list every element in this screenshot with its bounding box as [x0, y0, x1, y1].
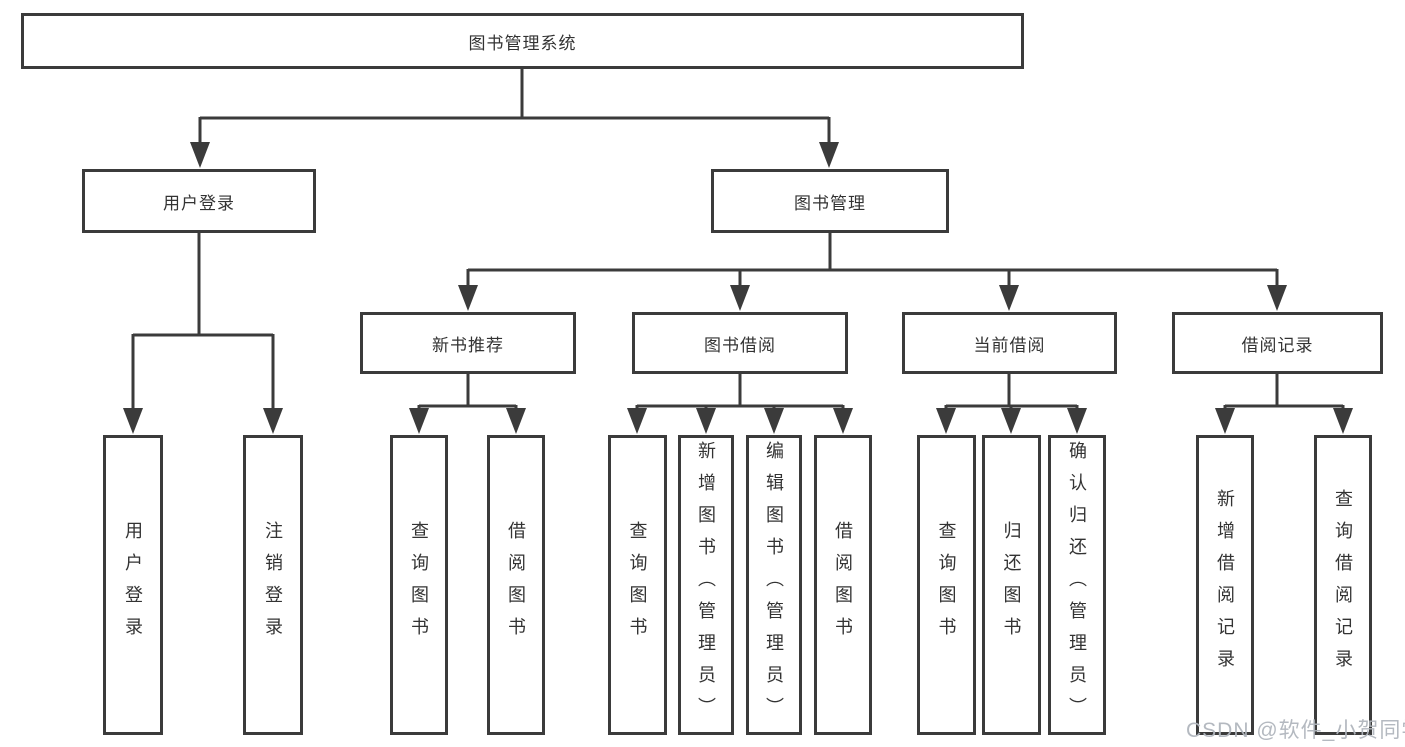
node-user-login-label: 用户登录 — [163, 193, 235, 213]
leaf-user-login-label: 用户登录 — [123, 521, 143, 649]
arrowhead-leaf-edit-book — [764, 408, 784, 434]
leaf-query-record-label: 查询借阅记录 — [1333, 489, 1353, 681]
leaf-return-book-label: 归还图书 — [1001, 521, 1022, 649]
leaf-borrow-book-under-recommendation: 借阅图书 — [487, 435, 545, 735]
node-borrowing-records-label: 借阅记录 — [1241, 335, 1314, 355]
leaf-return-book: 归还图书 — [982, 435, 1041, 735]
node-user-login: 用户登录 — [82, 169, 316, 233]
arrowhead-leaf-user-login — [123, 408, 143, 434]
arrowhead-book-mgmt — [819, 142, 839, 168]
leaf-add-book-label: 新增图书（管理员） — [696, 441, 716, 729]
leaf-user-login: 用户登录 — [103, 435, 163, 735]
node-book-borrowing-label: 图书借阅 — [704, 335, 776, 355]
arrowhead-user-login — [190, 142, 210, 168]
node-current-borrowing: 当前借阅 — [902, 312, 1117, 374]
leaf-query-book-under-recommendation: 查询图书 — [390, 435, 448, 735]
node-book-management: 图书管理 — [711, 169, 949, 233]
leaf-logout: 注销登录 — [243, 435, 303, 735]
leaf-confirm-return-label: 确认归还（管理员） — [1067, 441, 1087, 729]
arrowhead-leaf-logout — [263, 408, 283, 434]
leaf-query-borrow-record: 查询借阅记录 — [1314, 435, 1372, 735]
arrowhead-leaf-add-book — [696, 408, 716, 434]
leaf-add-record-label: 新增借阅记录 — [1215, 489, 1235, 681]
csdn-watermark: CSDN @软件_小贺同学 — [1186, 719, 1405, 742]
connector-user-login-children — [131, 233, 275, 410]
leaf-edit-book-admin: 编辑图书（管理员） — [746, 435, 802, 735]
connector-root-to-level2 — [198, 69, 831, 144]
arrowhead-leaf-query-record — [1333, 408, 1353, 434]
node-borrowing-records: 借阅记录 — [1172, 312, 1383, 374]
connector-current-borrow-children — [944, 374, 1079, 410]
connector-borrow-records-children — [1223, 374, 1345, 410]
leaf-query-book-1-label: 查询图书 — [409, 521, 429, 649]
node-new-book-recommendation-label: 新书推荐 — [432, 335, 504, 355]
node-book-borrowing: 图书借阅 — [632, 312, 848, 374]
leaf-edit-book-label: 编辑图书（管理员） — [764, 441, 784, 729]
leaf-query-book-under-current: 查询图书 — [917, 435, 976, 735]
connector-book-borrow-children — [635, 374, 845, 410]
node-book-management-label: 图书管理 — [794, 193, 866, 213]
leaf-add-borrow-record: 新增借阅记录 — [1196, 435, 1254, 735]
arrowhead-leaf-query-book-1 — [409, 408, 429, 434]
leaf-confirm-return-admin: 确认归还（管理员） — [1048, 435, 1106, 735]
node-new-book-recommendation: 新书推荐 — [360, 312, 576, 374]
node-root: 图书管理系统 — [21, 13, 1024, 69]
arrowhead-borrow-records — [1267, 285, 1287, 311]
arrowhead-leaf-borrow-book-1 — [506, 408, 526, 434]
arrowhead-leaf-return-book — [1001, 408, 1021, 434]
leaf-borrow-book-2-label: 借阅图书 — [833, 521, 853, 649]
arrowhead-book-borrow — [730, 285, 750, 311]
arrowhead-leaf-add-record — [1215, 408, 1235, 434]
node-root-label: 图书管理系统 — [468, 33, 577, 53]
leaf-borrow-book-1-label: 借阅图书 — [506, 521, 526, 649]
leaf-query-book-3-label: 查询图书 — [936, 521, 957, 649]
leaf-logout-label: 注销登录 — [263, 521, 283, 649]
arrowhead-current-borrow — [999, 285, 1019, 311]
arrowhead-leaf-query-book-3 — [936, 408, 956, 434]
leaf-query-book-under-borrowing: 查询图书 — [608, 435, 667, 735]
arrowhead-leaf-borrow-book-2 — [833, 408, 853, 434]
node-current-borrowing-label: 当前借阅 — [973, 335, 1046, 355]
arrowhead-leaf-query-book-2 — [627, 408, 647, 434]
arrowhead-leaf-confirm-return — [1067, 408, 1087, 434]
leaf-borrow-book-under-borrowing: 借阅图书 — [814, 435, 872, 735]
connector-book-mgmt-children — [466, 233, 1279, 287]
leaf-query-book-2-label: 查询图书 — [627, 521, 648, 649]
arrowhead-new-book-rec — [458, 285, 478, 311]
leaf-add-book-admin: 新增图书（管理员） — [678, 435, 734, 735]
connector-new-book-rec-children — [417, 374, 518, 410]
